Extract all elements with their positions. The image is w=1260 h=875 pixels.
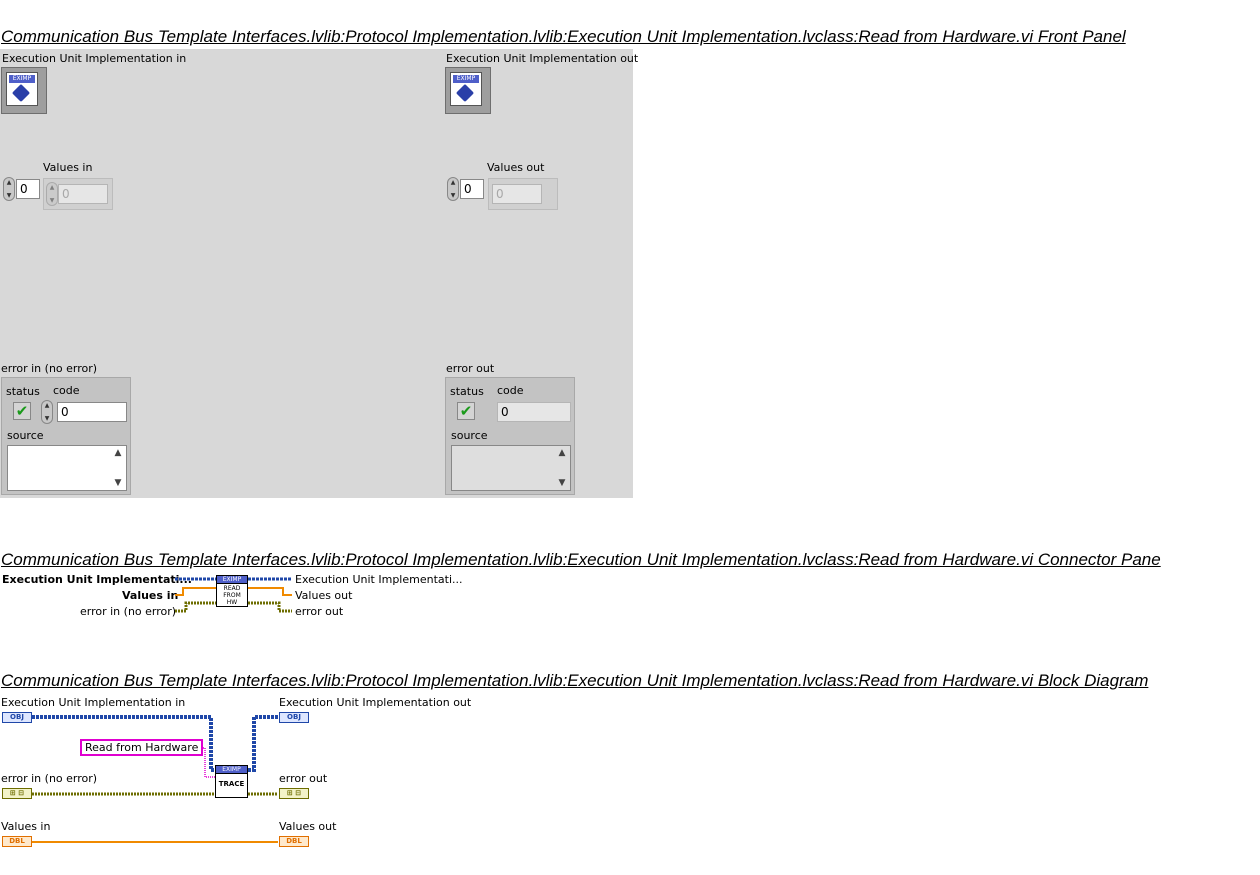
values-out-index[interactable]: 0 [460, 179, 484, 199]
values-in-label: Values in [43, 161, 93, 174]
code-spinner[interactable]: ▲▼ [41, 400, 53, 424]
cp-right-eui-label: Execution Unit Implementati... [295, 573, 463, 586]
eximp-tag: EXIMP [9, 75, 35, 83]
source-indicator: ▲▼ [451, 445, 571, 491]
error-in-cluster: status code ✔ ▲▼ 0 source ▲▼ [1, 377, 131, 495]
code-indicator: 0 [497, 402, 571, 422]
read-from-hw-icon: EXIMP READ FROM HW [216, 575, 248, 607]
icon-text: READ FROM HW [223, 585, 241, 606]
trace-subvi[interactable]: EXIMP TRACE [215, 765, 248, 798]
values-out-element: 0 [492, 184, 542, 204]
eximp-tag: EXIMP [453, 75, 479, 83]
bd-error-in-label: error in (no error) [1, 772, 98, 785]
code-label: code [497, 384, 524, 397]
front-panel: Execution Unit Implementation in EXIMP E… [0, 49, 638, 498]
eui-out-label: Execution Unit Implementation out [446, 52, 639, 65]
cp-right-values-label: Values out [295, 589, 353, 602]
source-scrollbar[interactable]: ▲▼ [558, 448, 566, 488]
values-in-element[interactable]: 0 [58, 184, 108, 204]
status-label: status [450, 385, 484, 398]
values-out-label: Values out [487, 161, 545, 174]
trace-header: EXIMP [216, 766, 247, 774]
front-panel-title: Communication Bus Template Interfaces.lv… [1, 27, 1126, 46]
status-label: status [6, 385, 40, 398]
bd-error-out-terminal[interactable]: ⊞ ⊟ [279, 788, 309, 799]
bd-wires [32, 715, 278, 843]
error-out-label: error out [446, 362, 495, 375]
status-checkbox[interactable]: ✔ [13, 402, 31, 420]
bd-values-out-terminal[interactable]: DBL [279, 836, 309, 847]
cp-wires [175, 577, 292, 613]
error-in-label: error in (no error) [1, 362, 98, 375]
bd-values-in-terminal[interactable]: DBL [2, 836, 32, 847]
eui-in-label: Execution Unit Implementation in [2, 52, 187, 65]
block-diagram-title: Communication Bus Template Interfaces.lv… [1, 671, 1149, 690]
trace-text: TRACE [218, 780, 245, 788]
code-label: code [53, 384, 80, 397]
bd-values-out-label: Values out [279, 820, 337, 833]
bd-values-in-label: Values in [1, 820, 51, 833]
cp-left-values-label: Values in [122, 589, 179, 602]
icon-header: EXIMP [217, 576, 247, 584]
bd-eui-out-terminal[interactable]: OBJ [279, 712, 309, 723]
values-in-index-spinner[interactable]: ▲▼ [3, 177, 15, 201]
bd-error-out-label: error out [279, 772, 328, 785]
cp-left-error-label: error in (no error) [80, 605, 177, 618]
error-out-cluster: status code ✔ 0 source ▲▼ [445, 377, 575, 495]
connector-pane-title: Communication Bus Template Interfaces.lv… [1, 550, 1161, 569]
source-input[interactable]: ▲▼ [7, 445, 127, 491]
status-indicator: ✔ [457, 402, 475, 420]
bd-eui-in-label: Execution Unit Implementation in [1, 696, 186, 709]
bd-error-in-terminal[interactable]: ⊞ ⊟ [2, 788, 32, 799]
source-label: source [7, 429, 44, 442]
bd-eui-in-terminal[interactable]: OBJ [2, 712, 32, 723]
eui-out-indicator: EXIMP [445, 67, 491, 114]
cp-left-eui-label: Execution Unit Implementati... [2, 573, 192, 586]
read-from-hardware-string-constant[interactable]: Read from Hardware [80, 739, 204, 756]
source-scrollbar[interactable]: ▲▼ [114, 448, 122, 488]
values-out-index-spinner[interactable]: ▲▼ [447, 177, 459, 201]
values-in-index[interactable]: 0 [16, 179, 40, 199]
code-input[interactable]: 0 [57, 402, 127, 422]
eui-in-control[interactable]: EXIMP [1, 67, 47, 114]
bd-eui-out-label: Execution Unit Implementation out [279, 696, 472, 709]
source-label: source [451, 429, 488, 442]
values-in-element-spinner: ▲▼ [46, 182, 58, 206]
cp-right-error-label: error out [295, 605, 344, 618]
